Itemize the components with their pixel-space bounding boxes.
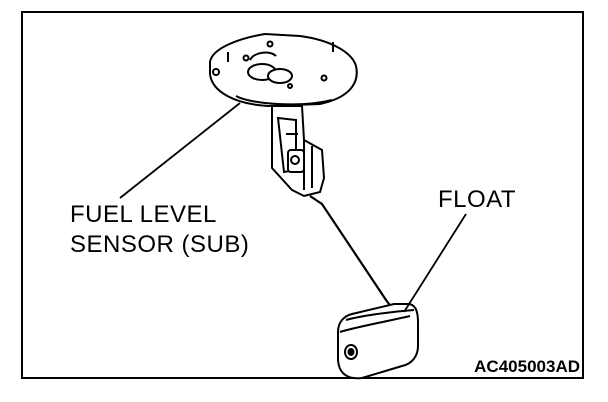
sensor-body [271,105,326,198]
fuel-level-sensor-label: FUEL LEVEL SENSOR (SUB) [70,200,249,260]
mounting-flange [209,32,358,108]
float-label: FLOAT [438,186,517,213]
sensor-label-line2: SENSOR (SUB) [70,231,250,258]
float-leader-line [403,213,467,313]
float-body [337,303,419,380]
float-arm [309,195,393,309]
sensor-leader-line [119,102,241,199]
leader-lines [119,102,467,313]
figure-code-label: AC405003AD [474,357,580,376]
sensor-label-line1: FUEL LEVEL [70,201,217,228]
